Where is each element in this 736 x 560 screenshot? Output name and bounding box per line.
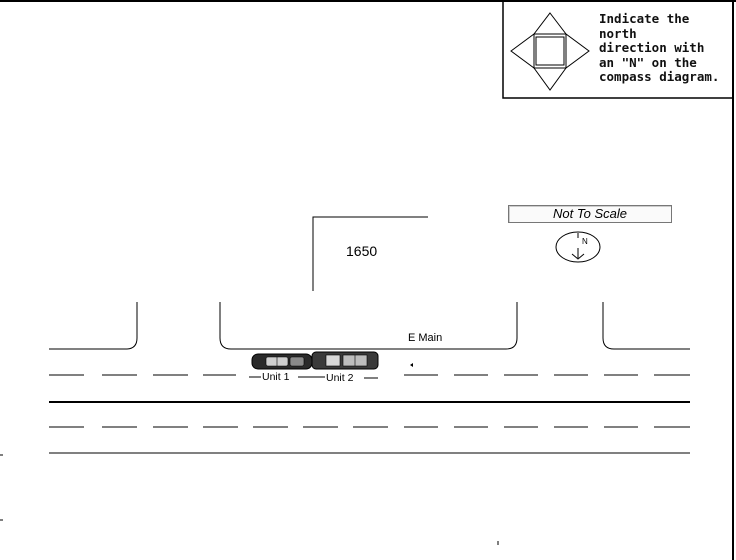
- compass-icon[interactable]: [510, 12, 590, 91]
- north-arrow-icon: [555, 231, 601, 263]
- compass-box: [502, 0, 734, 99]
- vehicle-unit-1[interactable]: [251, 353, 313, 370]
- building-address-label: 1650: [346, 243, 378, 259]
- street-name-label: E Main: [408, 332, 443, 344]
- unit-2-label: Unit 2: [326, 372, 354, 384]
- north-instruction-text: Indicate the north direction with an "N"…: [599, 11, 720, 84]
- vehicle-unit-2[interactable]: [311, 351, 379, 370]
- direction-marker: [410, 363, 413, 367]
- scale-label-box: Not To Scale: [508, 205, 672, 223]
- lane-dashes: [49, 374, 690, 428]
- unit-1-label: Unit 1: [262, 371, 290, 383]
- building-outline: [312, 216, 428, 291]
- scale-label: Not To Scale: [553, 206, 627, 221]
- road-edges: [49, 302, 690, 454]
- north-arrow-letter: N: [582, 237, 588, 246]
